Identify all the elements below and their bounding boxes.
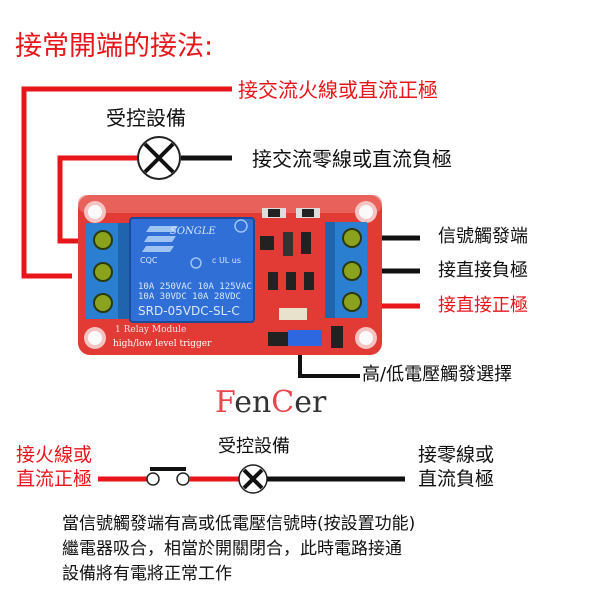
negative-pin-label: 接直接負極 (438, 260, 528, 281)
load-wire (57, 155, 138, 244)
bottom-right-label-2: 直流負極 (418, 468, 495, 490)
device-label-top: 受控設備 (106, 106, 186, 130)
logo-part-en: en (234, 385, 272, 420)
logo-part-c: C (271, 385, 295, 420)
description-line-3: 設備將有電將正常工作 (62, 564, 232, 584)
fencer-logo: FenCer (215, 388, 326, 418)
logo-part-f: F (215, 385, 235, 420)
hot-wire-label: 接交流火線或直流正極 (238, 78, 438, 102)
page-title: 接常開端的接法: (15, 31, 214, 62)
device-label-bottom: 受控設備 (218, 436, 290, 457)
bottom-left-label-1: 接火線或 (16, 444, 93, 466)
relay-module-board (78, 195, 382, 355)
relay-model: SRD-05VDC-SL-C (138, 304, 240, 318)
bottom-left-label-2: 直流正極 (16, 468, 93, 490)
hot-wire (21, 86, 232, 279)
bottom-right-label-1: 接零線或 (418, 444, 495, 466)
neutral-wire-label: 接交流零線或直流負極 (252, 147, 452, 171)
ul-mark: c UL us (212, 256, 242, 265)
trigger-label: high/low level trigger (113, 339, 212, 349)
description-line-1: 當信號觸發端有高或低電壓信號時(按設置功能) (62, 514, 416, 534)
positive-pin-label: 接直接正極 (438, 295, 528, 316)
lamp-x-icon (137, 136, 181, 180)
signal-pin-label: 信號觸發端 (438, 226, 528, 247)
logo-part-er: er (294, 385, 327, 420)
description-line-2: 繼電器吸合，相當於開關閉合，此時電路接通 (62, 539, 402, 559)
jumper-wire (298, 350, 360, 378)
jumper-label: 高/低電壓觸發選擇 (362, 364, 513, 385)
cqc-mark: CQC (140, 256, 158, 265)
module-label: 1 Relay Module (115, 325, 187, 335)
relay-rating-1: 10A 250VAC 10A 125VAC (138, 282, 252, 292)
relay-rating-2: 10A 30VDC 10A 28VDC (138, 292, 241, 302)
relay-brand: SONGLE (170, 226, 216, 237)
